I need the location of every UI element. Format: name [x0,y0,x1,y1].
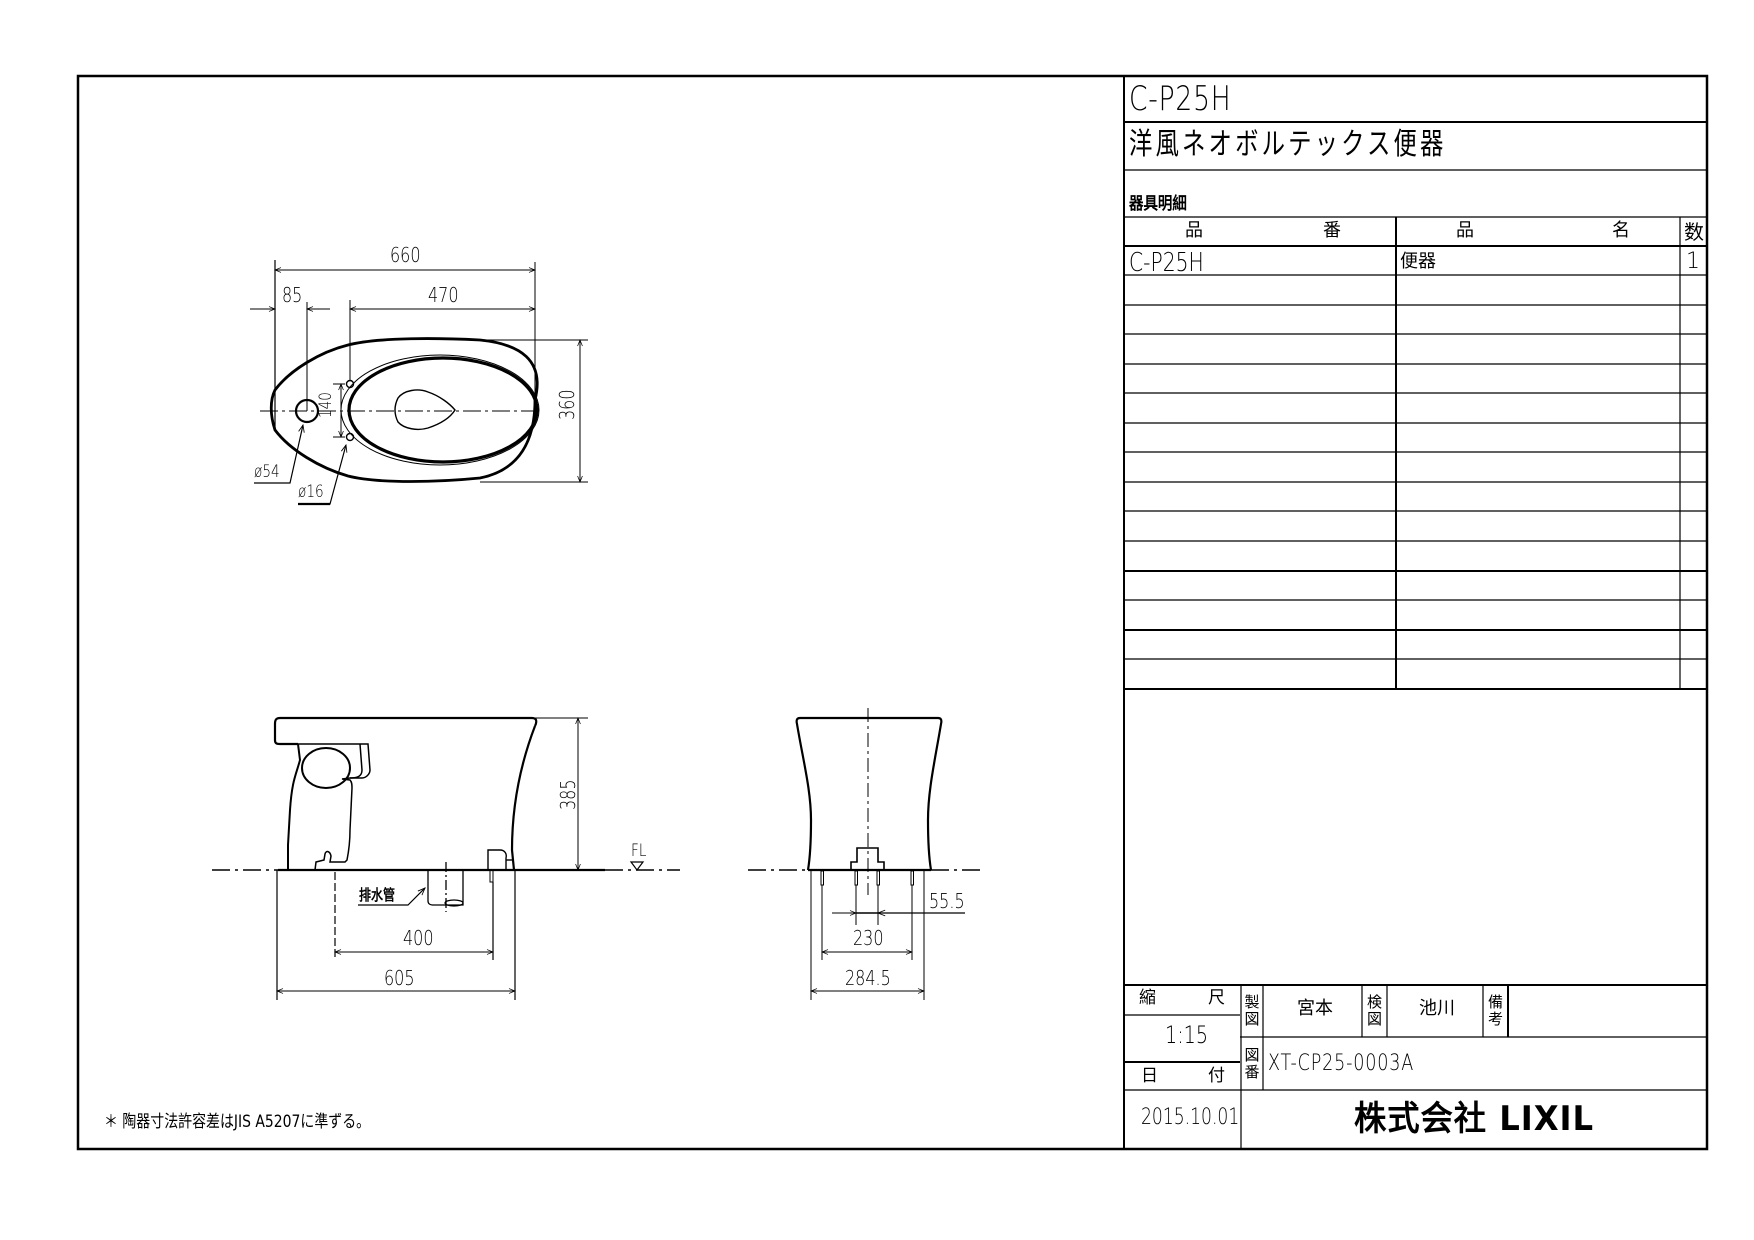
table-cell-qty: 1 [1686,249,1700,274]
column-header-part-name-a: 品 [1456,220,1474,241]
column-header-part-name-b: 名 [1612,220,1630,241]
dim-side-bolt-spacing: 400 [403,926,434,950]
bolt-hole-diameter: ø16 [298,482,324,502]
date-label-a: 日 [1141,1066,1158,1086]
column-header-part-number-b: 番 [1323,220,1341,241]
remarks-label-b: 考 [1487,1010,1503,1028]
dim-height: 385 [556,779,580,810]
dim-width: 360 [555,389,579,420]
date-value: 2015.10.01 [1141,1105,1240,1130]
drawn-label-a: 製 [1244,992,1260,1011]
front-view [748,708,985,1000]
parts-table-grid [1124,217,1707,690]
date-label-b: 付 [1208,1066,1225,1086]
scale-value: 1:15 [1165,1021,1209,1049]
floor-level-label: FL [631,841,647,861]
remarks-label-a: 備 [1487,992,1503,1011]
drain-pipe-label: 排水管 [359,886,396,904]
dim-base-width: 284.5 [845,966,891,990]
remarks-label: 備 考 [1483,986,1508,1036]
side-view [212,716,680,1000]
scale-label-b: 尺 [1208,988,1225,1008]
dim-front-bolt-spacing: 230 [853,926,884,950]
model-number: C-P25H [1129,79,1232,119]
dim-bolt-to-front: 470 [428,283,459,307]
dim-base-length: 605 [384,966,415,990]
drawing-no-label-b: 番 [1244,1063,1260,1081]
title-block-grid [1124,984,1707,1149]
dim-overall-length: 660 [390,243,421,267]
company-name: 株式会社 LIXIL [1354,1099,1595,1139]
table-cell-part-name: 便器 [1400,251,1436,272]
outer-frame [76,74,1709,1151]
dim-rear-to-drain: 85 [282,283,303,307]
scale-label-a: 縮 [1139,988,1156,1008]
checked-by-value: 池川 [1419,998,1455,1019]
checked-label-a: 検 [1366,992,1382,1011]
parts-section-label: 器具明細 [1129,194,1187,214]
drawing-number-label: 図 番 [1241,1038,1263,1090]
column-header-part-number-a: 品 [1185,220,1203,241]
table-cell-part-number: C-P25H [1129,248,1204,278]
product-title: 洋風ネオボルテックス便器 [1129,127,1447,162]
drawing-number: XT-CP25-0003A [1268,1051,1415,1076]
drawn-label-b: 図 [1244,1010,1260,1028]
checked-label-b: 図 [1366,1010,1382,1028]
drawn-by-value: 宮本 [1297,998,1333,1019]
dim-offset: 55.5 [929,889,965,913]
checked-by-label: 検 図 [1362,986,1387,1036]
drawn-by-label: 製 図 [1241,986,1263,1036]
drawing-no-label-a: 図 [1244,1045,1260,1064]
dim-bolt-spacing: 140 [316,392,336,418]
plan-view [250,260,588,506]
column-header-qty: 数 [1684,220,1704,244]
tolerance-footnote: ＊ 陶器寸法許容差はJIS A5207に準ずる。 [104,1112,371,1132]
drain-hole-diameter: ø54 [254,462,280,482]
